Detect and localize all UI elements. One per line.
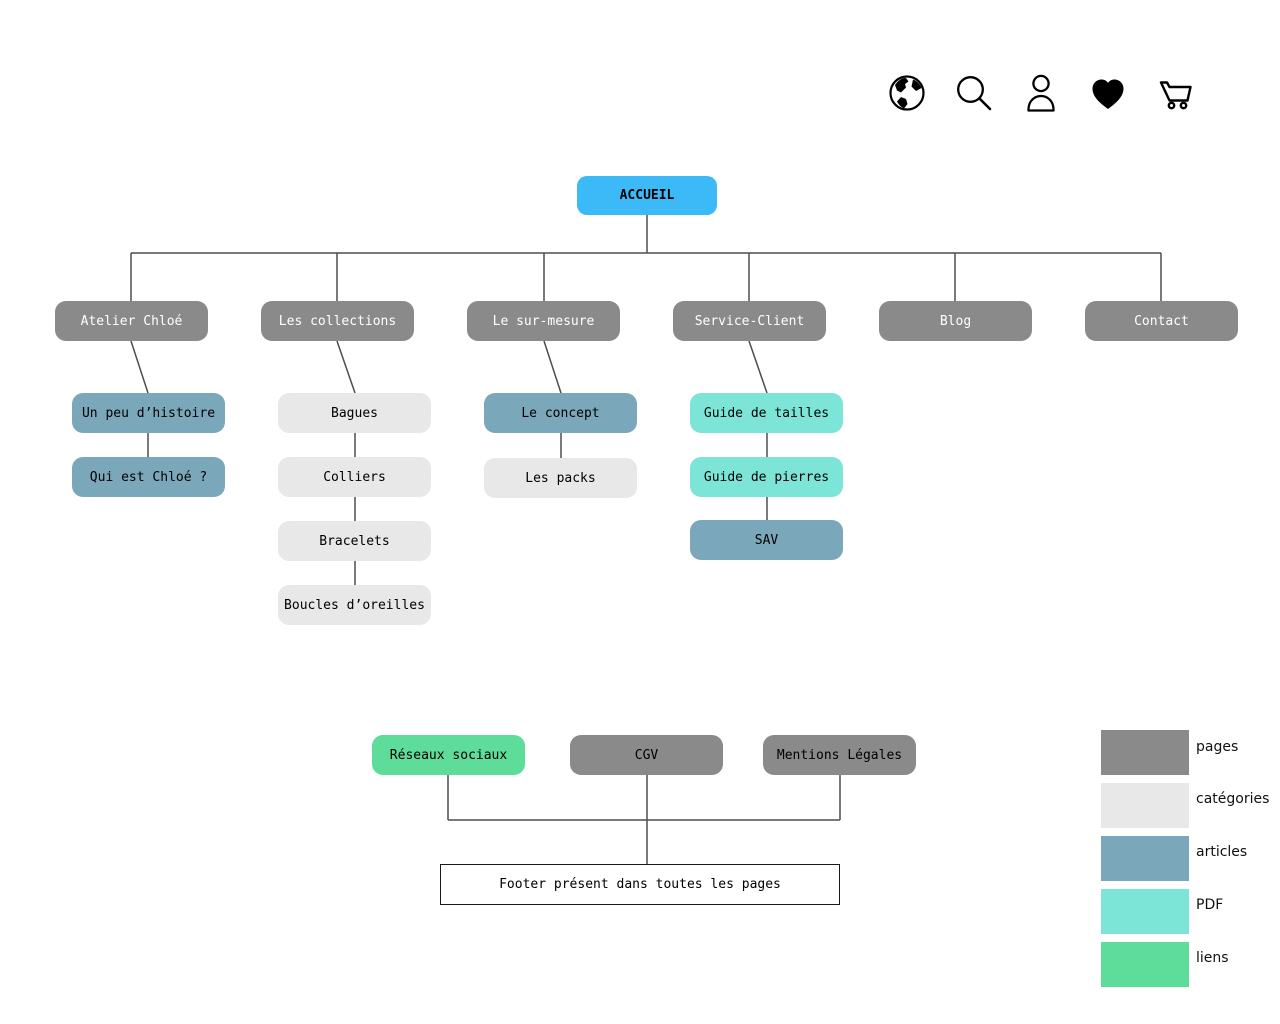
legend-label-pages: pages: [1196, 739, 1239, 755]
node-guide-de-tailles[interactable]: Guide de tailles: [690, 393, 843, 433]
node-guide-de-pierres[interactable]: Guide de pierres: [690, 457, 843, 497]
legend-swatch-articles: [1101, 836, 1189, 881]
heart-icon[interactable]: [1087, 72, 1129, 114]
legend-swatch-liens: [1101, 942, 1189, 987]
node-les-packs[interactable]: Les packs: [484, 458, 637, 498]
node-un-peu-d-histoire[interactable]: Un peu d’histoire: [72, 393, 225, 433]
legend-swatch-pages: [1101, 730, 1189, 775]
user-icon[interactable]: [1020, 72, 1062, 114]
node-les-collections[interactable]: Les collections: [261, 301, 414, 341]
node-le-concept[interactable]: Le concept: [484, 393, 637, 433]
node-blog[interactable]: Blog: [879, 301, 1032, 341]
legend-swatch-categories: [1101, 783, 1189, 828]
node-cgv[interactable]: CGV: [570, 735, 723, 775]
node-le-sur-mesure[interactable]: Le sur-mesure: [467, 301, 620, 341]
node-service-client[interactable]: Service-Client: [673, 301, 826, 341]
node-colliers[interactable]: Colliers: [278, 457, 431, 497]
search-icon[interactable]: [953, 72, 995, 114]
node-contact[interactable]: Contact: [1085, 301, 1238, 341]
header-icon-bar: [886, 72, 1226, 118]
cart-icon[interactable]: [1154, 72, 1196, 114]
legend-label-pdf: PDF: [1196, 897, 1224, 913]
footer-box: Footer présent dans toutes les pages: [440, 864, 840, 905]
legend-label-categories: catégories: [1196, 791, 1270, 807]
node-reseaux-sociaux[interactable]: Réseaux sociaux: [372, 735, 525, 775]
legend-label-liens: liens: [1196, 950, 1229, 966]
node-qui-est-chloe[interactable]: Qui est Chloé ?: [72, 457, 225, 497]
legend-swatch-pdf: [1101, 889, 1189, 934]
node-mentions-legales[interactable]: Mentions Légales: [763, 735, 916, 775]
node-boucles-d-oreilles[interactable]: Boucles d’oreilles: [278, 585, 431, 625]
node-accueil[interactable]: ACCUEIL: [577, 176, 717, 215]
globe-icon[interactable]: [886, 72, 928, 114]
node-bagues[interactable]: Bagues: [278, 393, 431, 433]
legend-label-articles: articles: [1196, 844, 1248, 860]
node-sav[interactable]: SAV: [690, 520, 843, 560]
node-bracelets[interactable]: Bracelets: [278, 521, 431, 561]
node-atelier-chloe[interactable]: Atelier Chloé: [55, 301, 208, 341]
